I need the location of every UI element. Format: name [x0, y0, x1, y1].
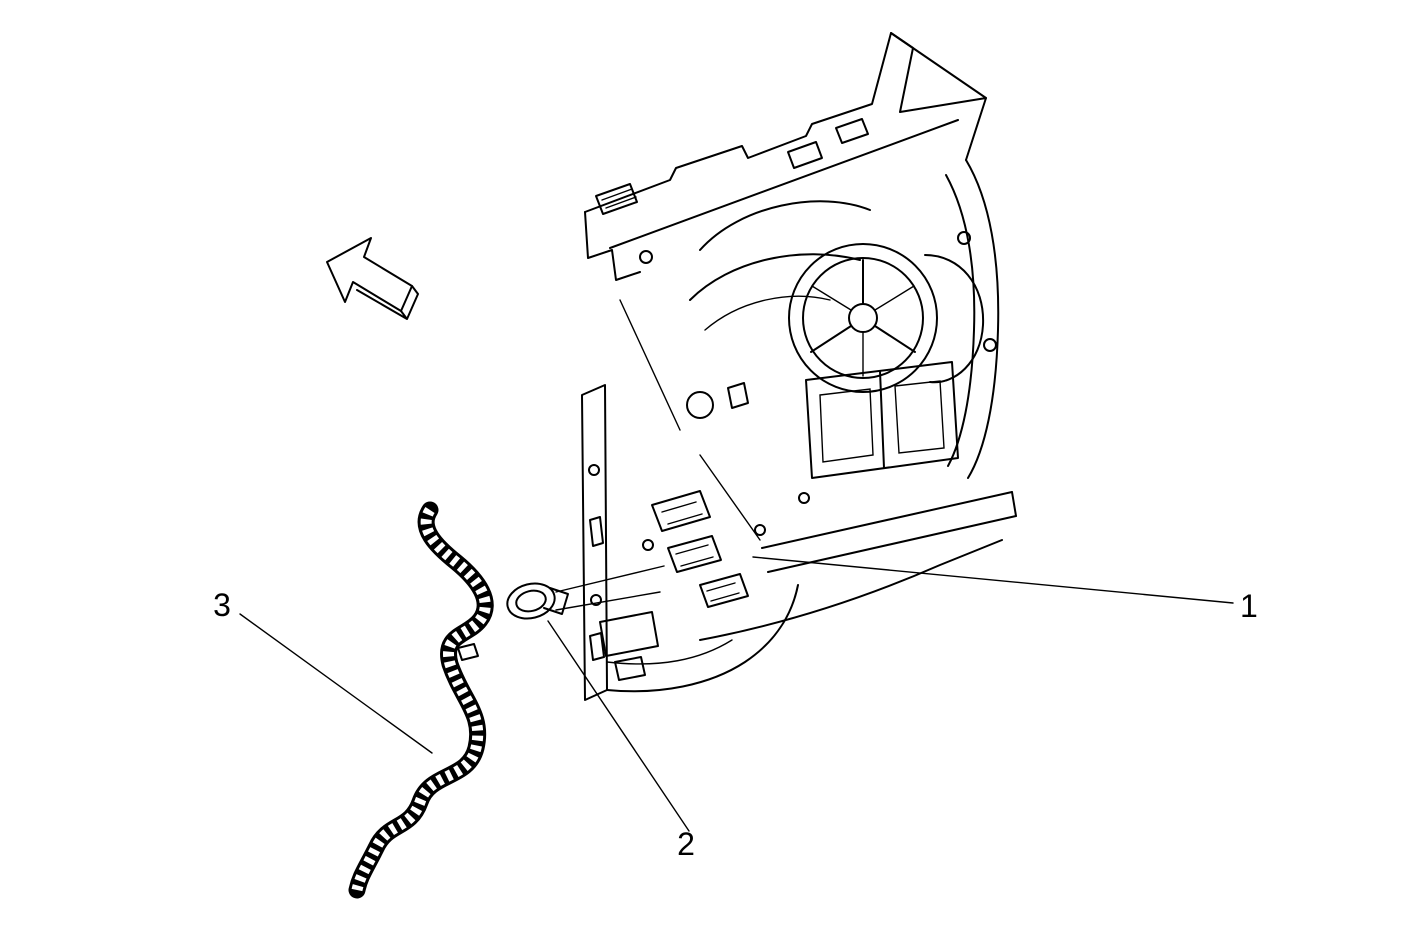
callout-leaders — [239, 556, 1234, 832]
leader-line-3 — [239, 613, 433, 754]
upper-carrier-bar — [584, 32, 987, 331]
inner-structure — [619, 299, 810, 541]
lower-trim-strip — [699, 491, 1017, 641]
bracket-tab — [835, 118, 869, 144]
bracket-tab — [787, 141, 823, 169]
center-stack-opening — [805, 361, 959, 479]
stack-divider — [879, 370, 885, 469]
direction-arrow-depth-edge — [356, 285, 419, 320]
harness-clip — [457, 643, 479, 661]
screw-hole — [754, 524, 766, 536]
screw-hole — [642, 539, 654, 551]
screw-hole — [798, 492, 810, 504]
vent-vanes — [810, 259, 916, 353]
lower-dash-edge — [599, 584, 799, 693]
connector-alignment-line — [555, 565, 665, 593]
flange-hole — [588, 464, 600, 476]
callout-1: 1 — [1240, 588, 1258, 624]
dashboard-assembly — [581, 32, 1017, 701]
callout-3: 3 — [213, 587, 231, 623]
round-air-vent — [788, 243, 938, 393]
stepped-left-edge — [584, 211, 641, 281]
left-side-flange — [581, 384, 608, 701]
right-panel-edge — [924, 159, 1000, 479]
connector-cluster — [642, 490, 766, 608]
flange-slot — [589, 516, 604, 547]
screw-hole — [639, 250, 653, 264]
leader-line-2 — [547, 620, 690, 832]
wiring-harness — [348, 501, 494, 899]
round-opening — [686, 391, 714, 419]
cluster-hood-arc — [699, 200, 871, 251]
small-connector-tab — [595, 183, 638, 215]
flange-slot — [589, 632, 605, 661]
direction-arrow-outline — [326, 237, 413, 312]
connector-alignment-line — [555, 591, 661, 611]
leader-line-1 — [752, 556, 1234, 604]
flange-hole — [590, 594, 602, 606]
harness-connector — [506, 565, 665, 620]
screw-hole — [983, 338, 997, 352]
callout-labels: 1 2 3 — [213, 587, 1258, 862]
small-cutout — [727, 382, 749, 409]
callout-2: 2 — [677, 826, 695, 862]
arrow-up-left-icon — [326, 237, 419, 320]
lower-bracket-small — [614, 656, 646, 681]
vent-hub — [848, 303, 878, 333]
harness-convolute-ribs — [351, 506, 491, 892]
lower-bracket — [599, 611, 659, 657]
screw-hole — [957, 231, 971, 245]
